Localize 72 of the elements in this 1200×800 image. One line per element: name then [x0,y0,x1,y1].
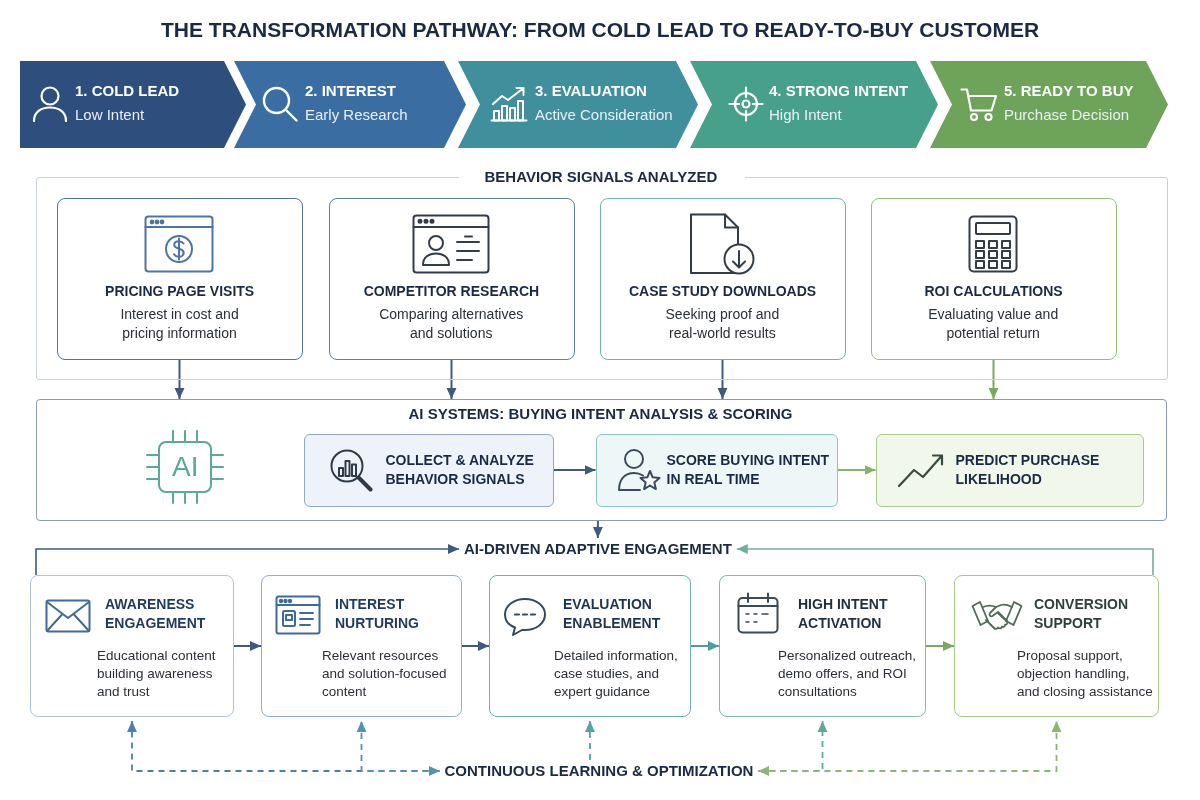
card-heading: CONVERSION SUPPORT [1034,595,1130,633]
signal-card [328,197,575,360]
arrow [925,641,955,651]
stage-banner [930,61,1168,148]
stage-title: 5. READY TO BUY [1004,82,1135,100]
stage-subtitle: Early Research [305,106,409,124]
engagement-card [30,575,234,717]
stage-title: 1. COLD LEAD [75,82,181,100]
card-heading: AWARENESS ENGAGEMENT [105,595,207,633]
card-heading: EVALUATION ENABLEMENT [563,595,662,633]
process-step [595,433,838,507]
card-description: Personalized outreach, demo offers, and ROI consultations [778,647,918,701]
step-label: PREDICT PURCHASE LIKELIHOOD [955,450,1101,489]
arrow [690,641,720,651]
stage-title: 4. STRONG INTENT [769,82,910,100]
stage-subtitle: Low Intent [75,106,146,124]
card-description: Relevant resources and solution-focused content [322,647,448,701]
card-description: Proposal support, objection handling, and closing assistance [1017,647,1154,701]
engagement-card [954,575,1159,717]
stage-banner [690,61,938,148]
chip-label: AI [171,450,200,483]
stage-subtitle: High Intent [769,106,843,124]
stage-banner [234,61,466,148]
card-description: Comparing alternatives and solutions [378,304,524,343]
card-heading: CASE STUDY DOWNLOADS [628,282,818,300]
card-heading: INTEREST NURTURING [335,595,420,633]
process-step [303,433,554,507]
stage-title: 3. EVALUATION [535,82,648,100]
section-title: AI SYSTEMS: BUYING INTENT ANALYSIS & SCORING [408,404,794,423]
card-description: Educational content building awareness and trust [97,647,217,701]
dashed-arrow [585,720,595,761]
process-step [875,433,1144,507]
card-heading: PRICING PAGE VISITS [104,282,256,300]
step-label: SCORE BUYING INTENT IN REAL TIME [666,450,831,489]
stage-subtitle: Purchase Decision [1004,106,1131,124]
signal-card [599,197,846,360]
stage-banner [458,61,698,148]
processor-chip [145,429,224,504]
card-heading: HIGH INTENT ACTIVATION [798,595,889,633]
arrow [717,358,728,400]
arrow [174,358,185,400]
stage-banner [20,61,246,148]
dashed-arrow [356,720,441,776]
card-description: Interest in cost and pricing information [119,304,240,343]
card-description: Detailed information, case studies, and expert guidance [554,647,679,701]
card-heading: ROI CALCULATIONS [923,282,1064,300]
engagement-card [489,575,691,717]
signal-card [870,197,1117,360]
arrow [988,358,999,400]
arrow [736,544,1154,576]
step-label: COLLECT & ANALYZE BEHAVIOR SIGNALS [385,450,535,489]
section-panel [36,399,1167,521]
stage-subtitle: Active Consideration [535,106,674,124]
diagram-title: THE TRANSFORMATION PATHWAY: FROM COLD LEAD TO READY-TO-BUY CUSTOMER [161,17,1040,42]
card-description: Seeking proof and real-world results [664,304,780,343]
engagement-card [261,575,462,717]
signal-card [56,197,303,360]
arrow [836,465,877,475]
engagement-card [719,575,926,717]
stage-title: 2. INTEREST [305,82,397,100]
section-title: BEHAVIOR SIGNALS ANALYZED [484,168,719,187]
arrow [461,641,490,651]
section-heading: AI-DRIVEN ADAPTIVE ENGAGEMENT [464,540,732,558]
arrow [446,358,457,400]
section-heading: CONTINUOUS LEARNING & OPTIMIZATION [444,762,754,780]
arrow [592,520,603,539]
card-description: Evaluating value and potential return [927,304,1059,343]
arrow [35,544,460,576]
arrow [233,641,262,651]
dashed-arrow [757,720,1062,776]
card-heading: COMPETITOR RESEARCH [362,282,540,300]
arrow [552,465,597,475]
